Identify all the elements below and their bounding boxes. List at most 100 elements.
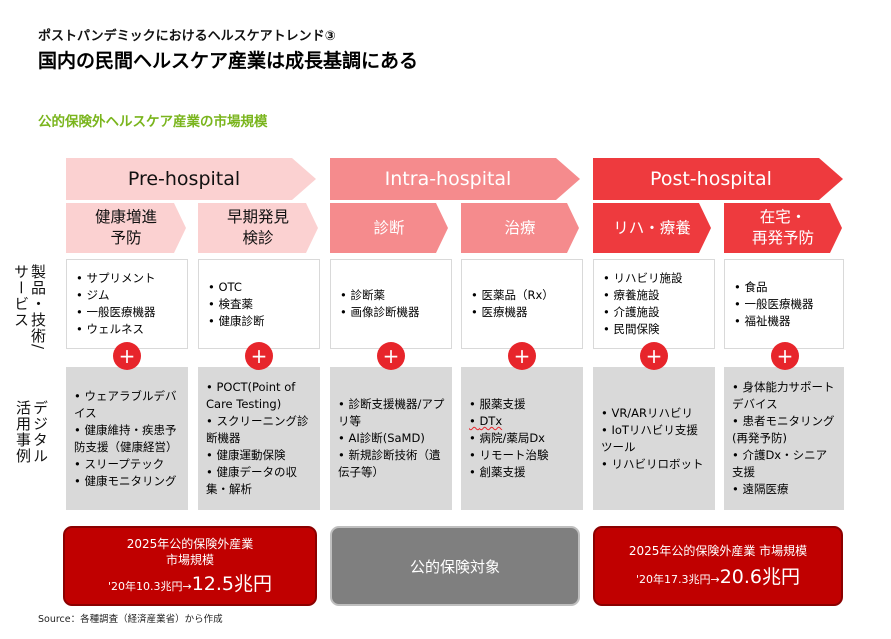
list-item: リモート治験	[469, 447, 548, 464]
market-line1: 2025年公的保険外産業	[126, 537, 254, 551]
list-item: スリープテック	[74, 456, 182, 473]
category-rehab: リハ・療養	[593, 203, 711, 253]
phase-intra-hospital: Intra-hospital	[330, 158, 580, 200]
products-box-5: リハビリ施設 療養施設 介護施設 民間保険	[593, 259, 715, 349]
list-item: AI診断(SaMD)	[338, 430, 446, 447]
list-item: 民間保険	[603, 321, 682, 338]
list-item: 健康維持・疾患予防支援（健康経営）	[74, 422, 182, 456]
list-item: 医療機器	[471, 304, 554, 321]
list-item: サプリメント	[76, 270, 155, 287]
plus-icon: +	[113, 342, 141, 370]
list-item: 一般医療機器	[76, 304, 155, 321]
products-list: OTC 検査薬 健康診断	[199, 279, 264, 330]
products-box-6: 食品 一般医療機器 福祉機器	[724, 259, 844, 349]
plus-icon: +	[245, 342, 273, 370]
list-item: スクリーニング診断機器	[206, 413, 314, 447]
section-heading: 公的保険外ヘルスケア産業の市場規模	[38, 114, 268, 130]
list-item: ウェルネス	[76, 321, 155, 338]
products-box-3: 診断薬 画像診断機器	[330, 259, 452, 349]
market-value-row: '20年17.3兆円→20.6兆円	[636, 562, 800, 589]
phase-label: Post-hospital	[650, 168, 772, 190]
plus-icon: +	[771, 342, 799, 370]
list-item: 医薬品（Rx）	[471, 287, 553, 304]
phase-label: Intra-hospital	[384, 168, 512, 190]
list-item: DTx	[469, 413, 548, 430]
market-line2: 市場規模	[165, 553, 214, 567]
digital-box-6: 身体能力サポートデバイス 患者モニタリング(再発予防) 介護Dx・シニア支援 遠…	[724, 367, 844, 510]
digital-list: ウェアラブルデバイス 健康維持・疾患予防支援（健康経営） スリープテック 健康モ…	[66, 388, 188, 490]
market-value: 20.6兆円	[719, 566, 801, 588]
list-item: 介護施設	[603, 304, 682, 321]
digital-box-2: POCT(Point of Care Testing) スクリーニング診断機器 …	[198, 367, 320, 510]
digital-list: VR/ARリハビリ IoTリハビリ支援ツール リハビリロボット	[593, 405, 715, 473]
list-item: 患者モニタリング(再発予防)	[732, 413, 838, 447]
list-item: ジム	[76, 287, 155, 304]
digital-list: 服薬支援 DTx 病院/薬局Dx リモート治験 創薬支援	[461, 396, 554, 481]
category-label: 在宅・再発予防	[751, 208, 814, 247]
phase-post-hospital: Post-hospital	[593, 158, 843, 200]
list-item: POCT(Point of Care Testing)	[206, 379, 314, 413]
list-item: リハビリ施設	[603, 270, 682, 287]
digital-list: POCT(Point of Care Testing) スクリーニング診断機器 …	[198, 379, 320, 498]
list-item: 遠隔医療	[732, 481, 838, 498]
category-label: 治療	[504, 218, 536, 237]
digital-box-3: 診断支援機器/アプリ等 AI診断(SaMD) 新規診断技術（遺伝子等）	[330, 367, 452, 510]
digital-box-4: 服薬支援 DTx 病院/薬局Dx リモート治験 創薬支援	[461, 367, 583, 510]
list-item: 診断薬	[340, 287, 419, 304]
market-value-row: '20年10.3兆円→12.5兆円	[108, 569, 272, 596]
list-item: 食品	[734, 279, 813, 296]
digital-box-5: VR/ARリハビリ IoTリハビリ支援ツール リハビリロボット	[593, 367, 715, 510]
public-insurance-box: 公的保険対象	[330, 526, 580, 606]
list-item: 診断支援機器/アプリ等	[338, 396, 446, 430]
category-label: リハ・療養	[613, 218, 691, 237]
products-list: リハビリ施設 療養施設 介護施設 民間保険	[594, 270, 682, 338]
category-home-care: 在宅・再発予防	[724, 203, 842, 253]
row-label-digital: デジタル活用事例	[14, 400, 49, 464]
list-item: 創薬支援	[469, 464, 548, 481]
category-label: 健康増進予防	[94, 208, 157, 247]
market-prefix: '20年17.3兆円→	[635, 573, 720, 586]
market-size-left: 2025年公的保険外産業 市場規模 '20年10.3兆円→12.5兆円	[63, 526, 317, 606]
category-health-promotion: 健康増進予防	[66, 203, 186, 253]
list-item: 健康モニタリング	[74, 473, 182, 490]
list-item: VR/ARリハビリ	[601, 405, 709, 422]
products-list: 診断薬 画像診断機器	[331, 287, 419, 321]
category-diagnosis: 診断	[330, 203, 448, 253]
digital-box-1: ウェアラブルデバイス 健康維持・疾患予防支援（健康経営） スリープテック 健康モ…	[66, 367, 188, 510]
row-label-products: 製品・技術/サービス	[12, 264, 47, 351]
list-item: 病院/薬局Dx	[469, 430, 548, 447]
products-box-2: OTC 検査薬 健康診断	[198, 259, 320, 349]
list-item: IoTリハビリ支援ツール	[601, 422, 709, 456]
products-list: サプリメント ジム 一般医療機器 ウェルネス	[67, 270, 155, 338]
category-treatment: 治療	[461, 203, 579, 253]
market-size-right: 2025年公的保険外産業 市場規模 '20年17.3兆円→20.6兆円	[593, 526, 843, 606]
list-item: 健康運動保険	[206, 447, 314, 464]
products-box-4: 医薬品（Rx） 医療機器	[461, 259, 583, 349]
public-insurance-label: 公的保険対象	[409, 557, 500, 576]
list-item: 介護Dx・シニア支援	[732, 447, 838, 481]
digital-list: 身体能力サポートデバイス 患者モニタリング(再発予防) 介護Dx・シニア支援 遠…	[724, 379, 844, 498]
market-prefix: '20年10.3兆円→	[107, 580, 192, 593]
products-list: 医薬品（Rx） 医療機器	[462, 287, 554, 321]
plus-icon: +	[377, 342, 405, 370]
list-item: 一般医療機器	[734, 296, 813, 313]
list-item: 検査薬	[208, 296, 264, 313]
list-item: 身体能力サポートデバイス	[732, 379, 838, 413]
list-item: 福祉機器	[734, 313, 813, 330]
market-line1: 2025年公的保険外産業 市場規模	[628, 544, 808, 558]
digital-list: 診断支援機器/アプリ等 AI診断(SaMD) 新規診断技術（遺伝子等）	[330, 396, 452, 481]
products-box-1: サプリメント ジム 一般医療機器 ウェルネス	[66, 259, 188, 349]
category-early-detection: 早期発見検診	[198, 203, 318, 253]
list-item: 新規診断技術（遺伝子等）	[338, 447, 446, 481]
source-note: Source：各種調査（経済産業省）から作成	[38, 614, 223, 625]
list-item: ウェアラブルデバイス	[74, 388, 182, 422]
page-title: 国内の民間ヘルスケア産業は成長基調にある	[38, 50, 419, 72]
list-item: 療養施設	[603, 287, 682, 304]
market-value: 12.5兆円	[191, 573, 273, 595]
list-item: 健康診断	[208, 313, 264, 330]
list-item: OTC	[208, 279, 264, 296]
list-item: 服薬支援	[469, 396, 548, 413]
page-subtitle: ポストパンデミックにおけるヘルスケアトレンド③	[38, 29, 336, 44]
plus-icon: +	[640, 342, 668, 370]
products-list: 食品 一般医療機器 福祉機器	[725, 279, 813, 330]
